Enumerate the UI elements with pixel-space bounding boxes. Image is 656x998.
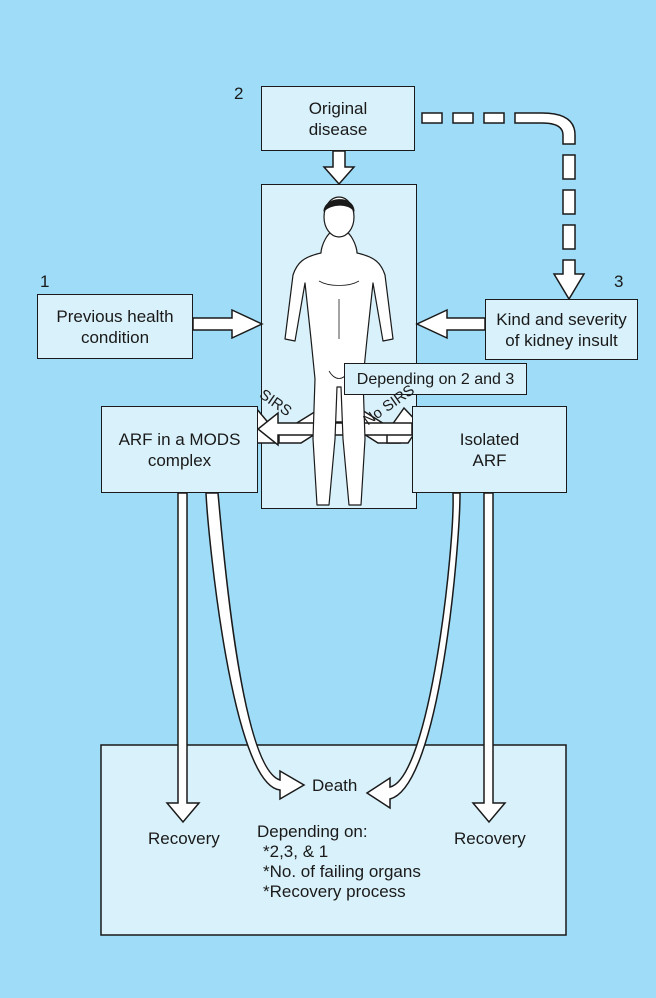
depending-on-line-2: *2,3, & 1 (263, 842, 329, 861)
label-number-1: 1 (40, 272, 50, 291)
depending-2-3-box: Depending on 2 and 3 (344, 363, 527, 395)
arrow-disease-to-patient (322, 150, 356, 186)
isolated-arf-box: Isolated ARF (412, 406, 567, 493)
arrow-insult-to-patient (415, 308, 486, 340)
patient-box (261, 184, 417, 509)
isolated-arf-line-2: ARF (472, 450, 507, 470)
label-number-3: 3 (614, 272, 624, 291)
original-disease-box: Original disease (261, 86, 415, 151)
isolated-arf-line-1: Isolated (459, 429, 520, 449)
original-disease-line-2: disease (308, 119, 368, 139)
arrow-recovery-left (165, 492, 201, 824)
previous-health-line-2: condition (80, 327, 150, 347)
recovery-right-label: Recovery (454, 829, 526, 848)
arrow-health-to-patient (192, 308, 264, 340)
curve-arf-to-death (365, 492, 461, 810)
arf-mods-line-2: complex (147, 450, 212, 470)
previous-health-box: Previous health condition (37, 294, 193, 359)
dash (562, 224, 576, 250)
arrow-recovery-right (471, 492, 507, 824)
label-number-2: 2 (234, 84, 244, 103)
human-figure-icon (284, 196, 394, 506)
depending-on-line-4: *Recovery process (263, 882, 406, 901)
curve-mods-to-death (205, 492, 306, 801)
original-disease-line-1: Original (308, 98, 368, 118)
recovery-left-label: Recovery (148, 829, 220, 848)
arf-mods-box: ARF in a MODS complex (101, 406, 258, 493)
kidney-insult-line-2: of kidney insult (505, 330, 618, 350)
dash (421, 112, 443, 124)
dash (562, 154, 576, 180)
dash-arrow-head (552, 259, 586, 301)
depending-on-text: Depending on: *2,3, & 1 *No. of failing … (257, 822, 421, 902)
depending-2-3-text: Depending on 2 and 3 (356, 370, 515, 388)
kidney-insult-line-1: Kind and severity (496, 309, 627, 329)
previous-health-line-1: Previous health (56, 306, 174, 326)
kidney-insult-box: Kind and severity of kidney insult (485, 299, 638, 360)
dash (483, 112, 505, 124)
dash (452, 112, 474, 124)
dash (562, 189, 576, 215)
arf-mods-line-1: ARF in a MODS (118, 429, 241, 449)
death-label: Death (312, 776, 358, 795)
dash-corner (514, 112, 576, 145)
depending-on-line-1: Depending on: (257, 822, 368, 841)
depending-on-line-3: *No. of failing organs (263, 862, 421, 881)
